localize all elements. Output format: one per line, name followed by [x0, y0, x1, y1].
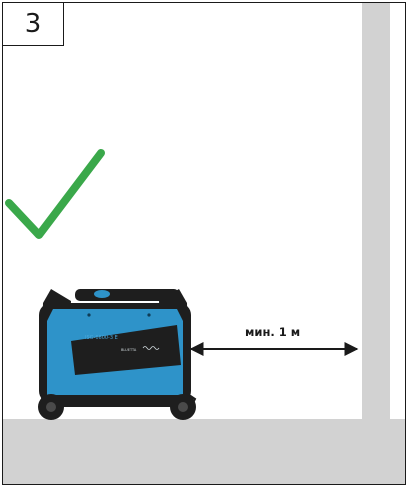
generator-illustration: ISG-6600-3 E BLUETTA — [38, 289, 196, 420]
checkmark-icon — [9, 153, 101, 235]
generator-brand-text: BLUETTA — [121, 348, 137, 352]
distance-label: мин. 1 м — [245, 325, 300, 339]
scene-illustration: ISG-6600-3 E BLUETTA — [3, 3, 406, 485]
generator-model-text: ISG-6600-3 E — [85, 335, 118, 341]
step-number: 3 — [3, 3, 64, 46]
